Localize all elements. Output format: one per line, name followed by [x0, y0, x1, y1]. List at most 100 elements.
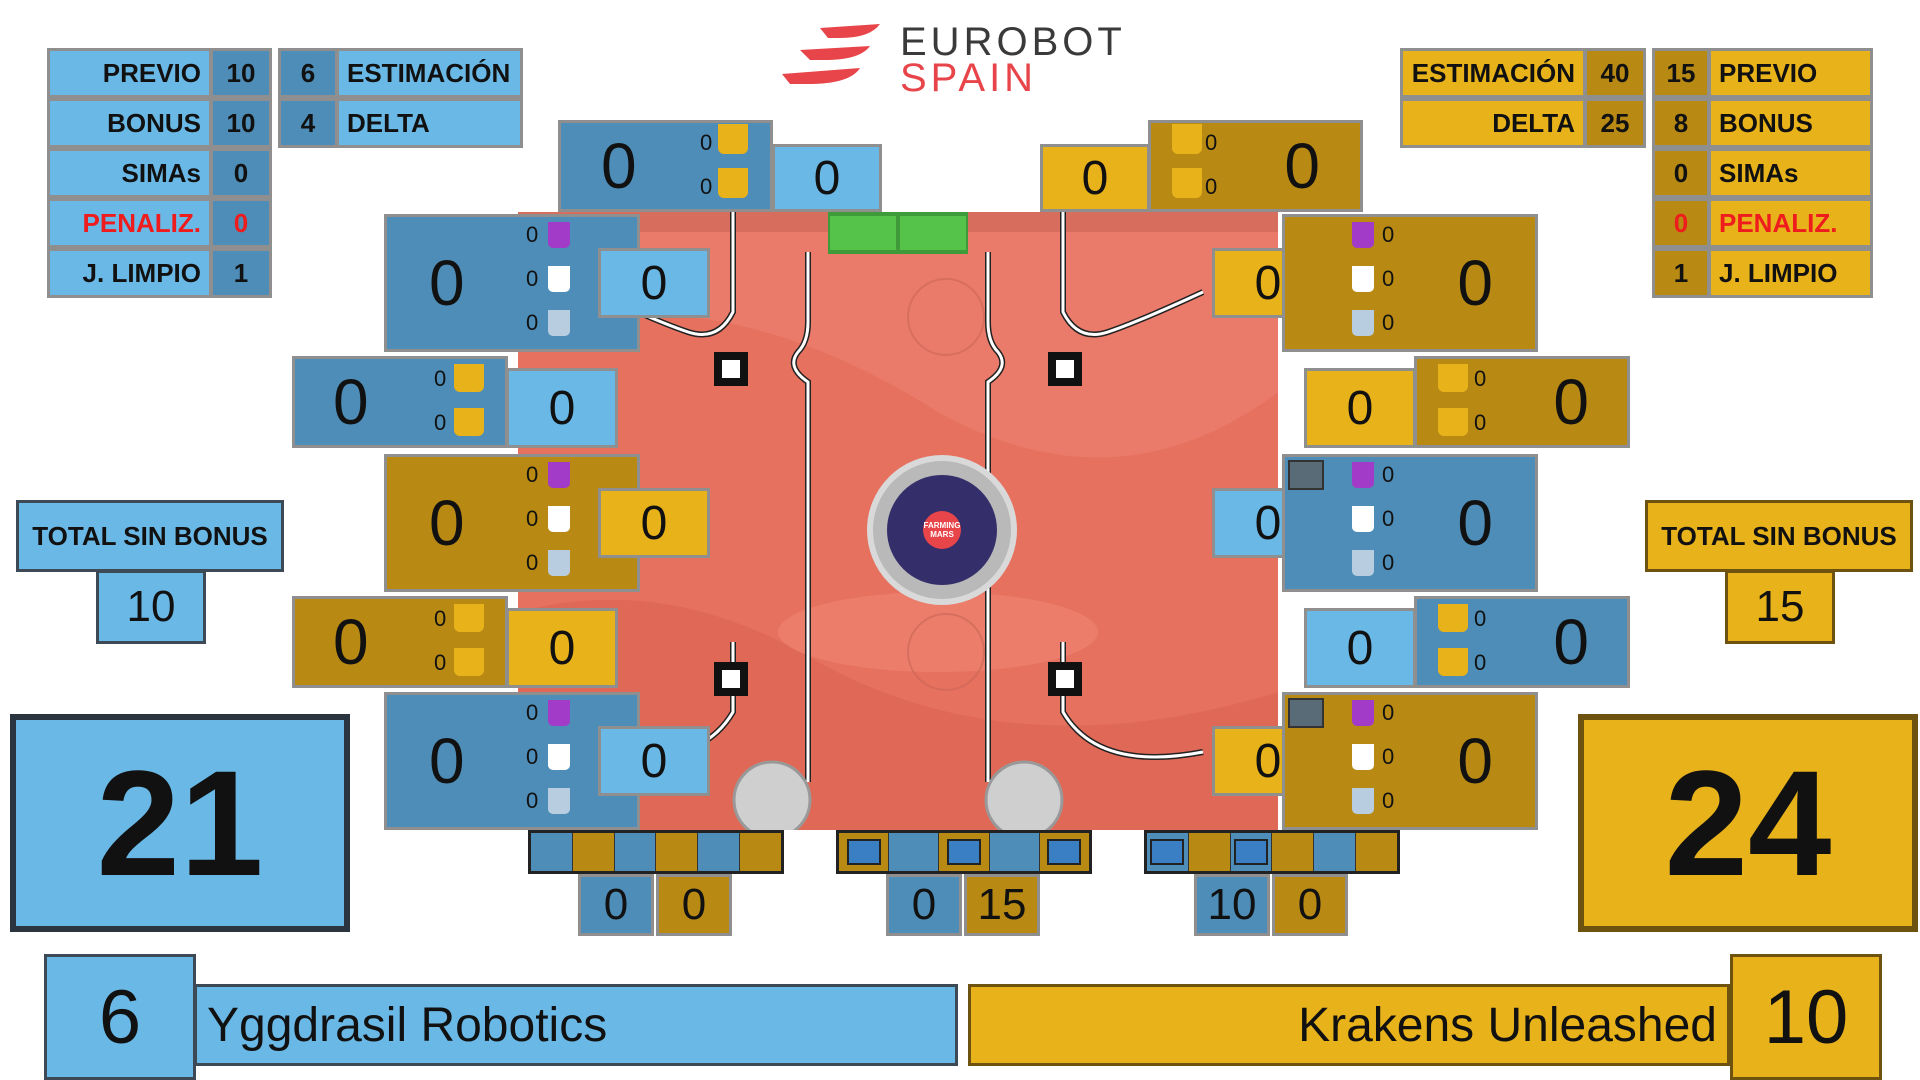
- solar-1-blue-score: 0: [578, 874, 654, 936]
- blue-previo-value: 10: [210, 48, 272, 98]
- gold-penaliz-label: PENALIZ.: [1708, 198, 1873, 248]
- gold-delta-label: DELTA: [1400, 98, 1586, 148]
- blue-estimacion-label: ESTIMACIÓN: [336, 48, 523, 98]
- plant-pot-icon: [548, 700, 570, 726]
- gold-team-number: 10: [1730, 954, 1882, 1080]
- blue-penaliz-value: 0: [210, 198, 272, 248]
- solar-panel-icon: [1150, 839, 1185, 865]
- plant-pot-icon: [548, 266, 570, 292]
- left-zone-5-count-2: 0: [526, 744, 539, 769]
- right-zone-3-count-1: 0: [1382, 462, 1395, 487]
- right-zone-5-count-3: 0: [1382, 788, 1395, 813]
- plant-pot-icon: [1172, 124, 1202, 154]
- gold-limpio-value: 1: [1652, 248, 1710, 298]
- blue-estimacion-value: 6: [278, 48, 338, 98]
- right-zone-1-count-2: 0: [1382, 266, 1395, 291]
- left-zone-4-count-1: 0: [434, 606, 447, 631]
- plant-pot-icon: [1352, 506, 1374, 532]
- plant-pot-icon: [1352, 700, 1374, 726]
- left-zone-3-side: 0: [598, 488, 710, 558]
- left-zone-4-side: 0: [506, 608, 618, 688]
- left-zone-2-side: 0: [506, 368, 618, 448]
- gold-previo-value: 15: [1652, 48, 1710, 98]
- left-zone-1-side: 0: [598, 248, 710, 318]
- solar-strip-1: [528, 830, 784, 874]
- gold-score: 24: [1578, 714, 1918, 932]
- right-zone-4-side: 0: [1304, 608, 1416, 688]
- plant-pot-icon: [1352, 550, 1374, 576]
- blue-score: 21: [10, 714, 350, 932]
- top-blue-side: 0: [772, 144, 882, 212]
- blue-penaliz-label: PENALIZ.: [47, 198, 212, 248]
- gold-limpio-label: J. LIMPIO: [1708, 248, 1873, 298]
- blue-delta-label: DELTA: [336, 98, 523, 148]
- solar-strip-2: [836, 830, 1092, 874]
- planet-icon: FARMING MARS: [923, 511, 961, 549]
- plant-pot-icon: [718, 124, 748, 154]
- right-zone-4-count-1: 0: [1474, 606, 1487, 631]
- gold-bonus-label: BONUS: [1708, 98, 1873, 148]
- blue-bonus-value: 10: [210, 98, 272, 148]
- left-zone-5-main: 0: [384, 692, 640, 830]
- left-zone-2-count-2: 0: [434, 410, 447, 435]
- solar-panel-icon: [947, 839, 981, 865]
- right-zone-3-count-2: 0: [1382, 506, 1395, 531]
- top-gold-count-1: 0: [1205, 130, 1218, 155]
- plant-pot-icon: [1352, 222, 1374, 248]
- right-zone-3-main: 0: [1282, 454, 1538, 592]
- solar-3-gold-score: 0: [1272, 874, 1348, 936]
- plant-pot-icon: [548, 222, 570, 248]
- right-zone-2-count-1: 0: [1474, 366, 1487, 391]
- gold-estimacion-value: 40: [1584, 48, 1646, 98]
- right-zone-5-count-1: 0: [1382, 700, 1395, 725]
- gold-bonus-value: 8: [1652, 98, 1710, 148]
- top-blue-count-1: 0: [700, 130, 713, 155]
- eurobot-swoosh-icon: [782, 24, 880, 84]
- plant-pot-icon: [454, 408, 484, 436]
- right-zone-2-side: 0: [1304, 368, 1416, 448]
- blue-previo-label: PREVIO: [47, 48, 212, 98]
- blue-team-number: 6: [44, 954, 196, 1080]
- top-gold-count-2: 0: [1205, 174, 1218, 199]
- left-zone-5-count-3: 0: [526, 788, 539, 813]
- left-zone-1-main: 0: [384, 214, 640, 352]
- solar-2-blue-score: 0: [886, 874, 962, 936]
- blue-limpio-label: J. LIMPIO: [47, 248, 212, 298]
- blue-limpio-value: 1: [210, 248, 272, 298]
- robot-icon: [1288, 460, 1324, 490]
- solar-1-gold-score: 0: [656, 874, 732, 936]
- solar-panel-icon: [1234, 839, 1269, 865]
- gold-total-label: TOTAL SIN BONUS: [1645, 500, 1913, 572]
- blue-bonus-label: BONUS: [47, 98, 212, 148]
- top-blue-count-2: 0: [700, 174, 713, 199]
- right-zone-1-count-1: 0: [1382, 222, 1395, 247]
- blue-team-name: Yggdrasil Robotics: [194, 984, 958, 1066]
- right-zone-5-count-2: 0: [1382, 744, 1395, 769]
- plant-pot-icon: [1438, 364, 1468, 392]
- right-zone-1-main: 0: [1282, 214, 1538, 352]
- plant-pot-icon: [1352, 744, 1374, 770]
- plant-pot-icon: [718, 168, 748, 198]
- blue-simas-value: 0: [210, 148, 272, 198]
- left-zone-3-count-2: 0: [526, 506, 539, 531]
- plant-pot-icon: [548, 550, 570, 576]
- gold-penaliz-value: 0: [1652, 198, 1710, 248]
- left-zone-5-count-1: 0: [526, 700, 539, 725]
- right-zone-2-count-2: 0: [1474, 410, 1487, 435]
- left-zone-3-count-1: 0: [526, 462, 539, 487]
- gold-team-name: Krakens Unleashed: [968, 984, 1730, 1066]
- left-zone-4-count-2: 0: [434, 650, 447, 675]
- badge-line1: FARMING: [923, 521, 961, 530]
- farming-mars-logo: FARMING MARS: [887, 475, 997, 585]
- plant-pot-icon: [454, 648, 484, 676]
- eurobot-logo: EUROBOT SPAIN: [780, 20, 1160, 100]
- logo-line2: SPAIN: [900, 56, 1038, 100]
- right-zone-5-main: 0: [1282, 692, 1538, 830]
- gold-delta-value: 25: [1584, 98, 1646, 148]
- left-zone-5-side: 0: [598, 726, 710, 796]
- left-zone-1-count-3: 0: [526, 310, 539, 335]
- top-gold-side: 0: [1040, 144, 1150, 212]
- gold-simas-value: 0: [1652, 148, 1710, 198]
- blue-total-label: TOTAL SIN BONUS: [16, 500, 284, 572]
- right-zone-4-count-2: 0: [1474, 650, 1487, 675]
